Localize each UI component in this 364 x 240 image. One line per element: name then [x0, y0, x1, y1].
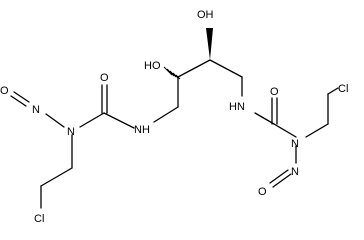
atom-hn-right: HN	[229, 101, 245, 113]
bond-o-n-left-2	[13, 91, 30, 103]
atom-o-left-carbonyl: O	[100, 72, 109, 84]
bond-n-o-right-1	[269, 169, 289, 184]
bond-n-n-left	[45, 113, 65, 128]
atom-o-right-carbonyl: O	[270, 86, 279, 98]
bond-ch2-cl-right	[327, 87, 339, 95]
stereo-bonds	[163, 28, 213, 80]
bond-n-c-left	[79, 112, 105, 128]
bond-choh-choh	[177, 59, 211, 78]
bond-n-ch2-right	[305, 123, 329, 138]
bond-choh-ch2-right	[209, 59, 243, 78]
bond-ch2-ch2-left	[40, 167, 73, 187]
bonds	[10, 59, 339, 209]
bond-o-n-left-1	[10, 95, 27, 107]
atom-o-left-nitroso: O	[0, 85, 9, 97]
atom-oh-right: OH	[197, 9, 214, 21]
wedge-bond-oh-right	[206, 28, 213, 60]
atom-cl-right: Cl	[338, 83, 348, 95]
atom-o-right-nitroso: O	[258, 186, 267, 198]
bond-c-nh-left	[103, 112, 135, 129]
atom-n-left-nitroso: N	[32, 104, 40, 116]
atom-n-right-nitroso: N	[291, 166, 299, 178]
bond-nh-ch2	[153, 106, 179, 123]
atom-labels: O N N O NH HO OH HN O N N O Cl Cl	[0, 9, 348, 225]
atom-nh-left: NH	[134, 124, 150, 136]
bond-hn-c-right	[254, 112, 275, 125]
atom-n-left-amide: N	[67, 126, 75, 138]
atom-cl-left: Cl	[34, 213, 44, 225]
atom-ho-left: HO	[144, 60, 161, 72]
atom-n-right-amide: N	[291, 138, 299, 150]
bond-n-o-right-2	[272, 173, 292, 188]
hashed-bond-ho-left	[163, 66, 181, 80]
bond-c-n-right	[273, 123, 297, 138]
